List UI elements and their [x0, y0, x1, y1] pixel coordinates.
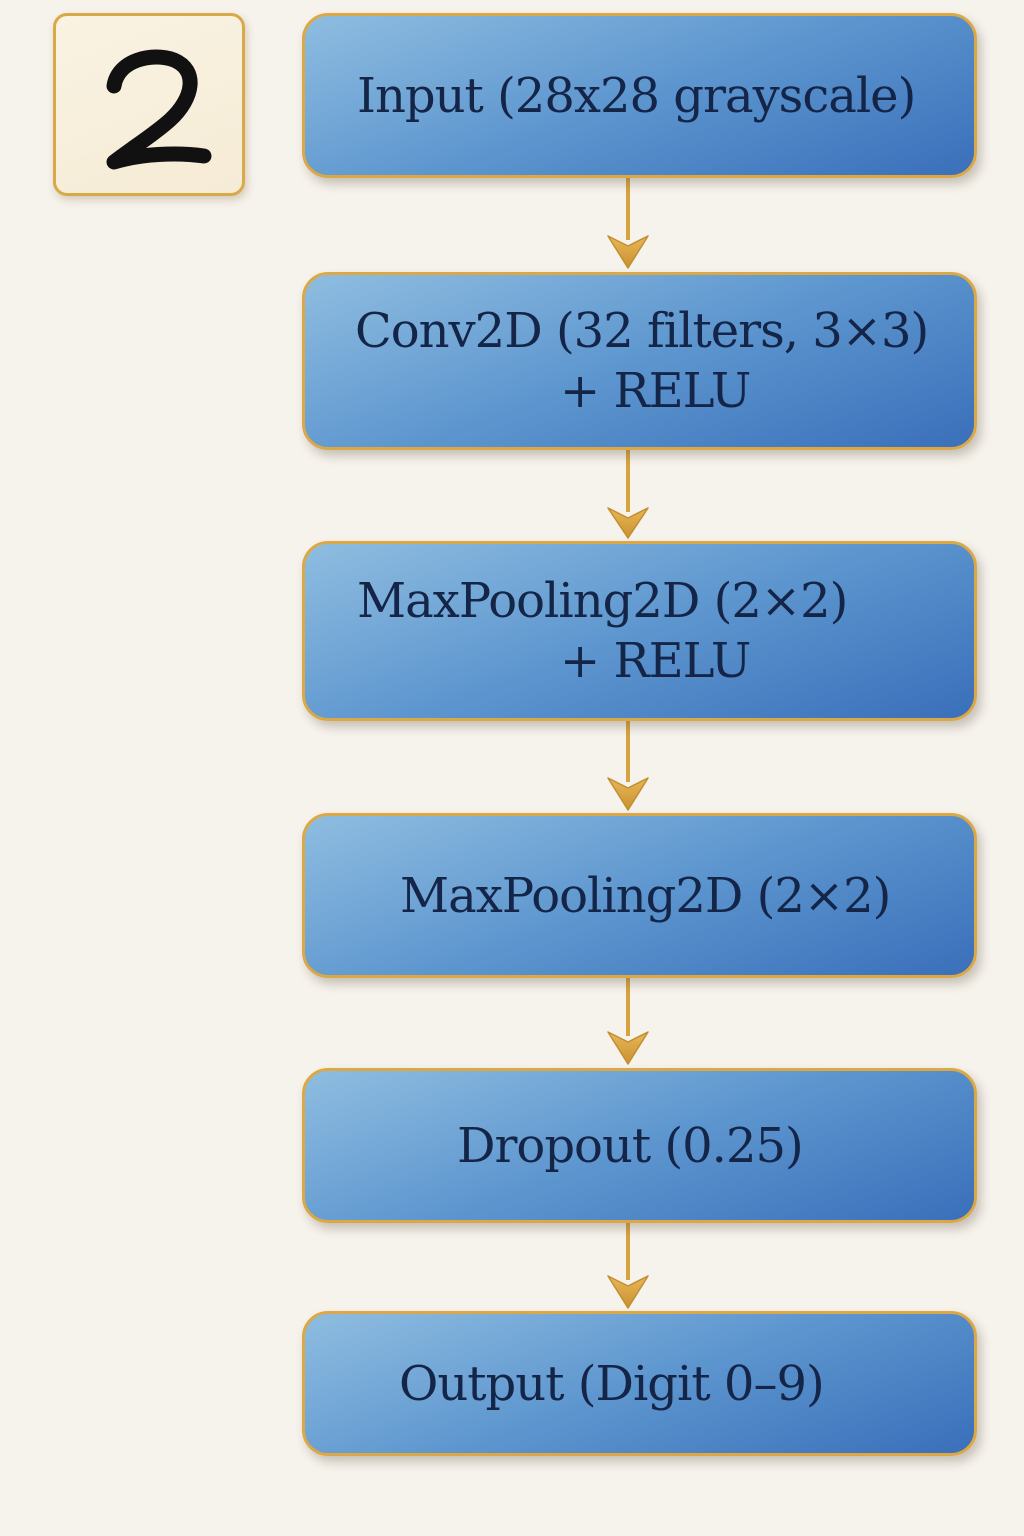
layer-maxpooling-1-label: MaxPooling2D (2×2)	[357, 573, 848, 629]
layer-input: Input (28x28 grayscale)	[302, 13, 977, 178]
input-digit-tile	[53, 13, 245, 196]
layer-dropout: Dropout (0.25)	[302, 1068, 977, 1223]
layer-conv2d: Conv2D (32 filters, 3×3) + RELU	[302, 272, 977, 450]
layer-maxpooling-2-label: MaxPooling2D (2×2)	[400, 867, 891, 924]
handwritten-digit-image	[106, 49, 212, 170]
arrow-4	[607, 978, 649, 1065]
layer-conv2d-activation: + RELU	[560, 363, 751, 419]
layer-maxpooling-1: MaxPooling2D (2×2) + RELU	[302, 541, 977, 721]
arrow-5	[607, 1223, 649, 1309]
layer-maxpooling-1-activation: + RELU	[560, 633, 751, 689]
layer-output: Output (Digit 0–9)	[302, 1311, 977, 1456]
layer-maxpooling-2: MaxPooling2D (2×2)	[302, 813, 977, 978]
layer-dropout-label: Dropout (0.25)	[457, 1117, 804, 1174]
layer-conv2d-label: Conv2D (32 filters, 3×3)	[355, 303, 929, 359]
layer-input-label: Input (28x28 grayscale)	[357, 67, 916, 124]
arrow-3	[607, 721, 649, 811]
arrow-2	[607, 450, 649, 539]
arrow-1	[607, 178, 649, 269]
layer-output-label: Output (Digit 0–9)	[399, 1355, 825, 1412]
